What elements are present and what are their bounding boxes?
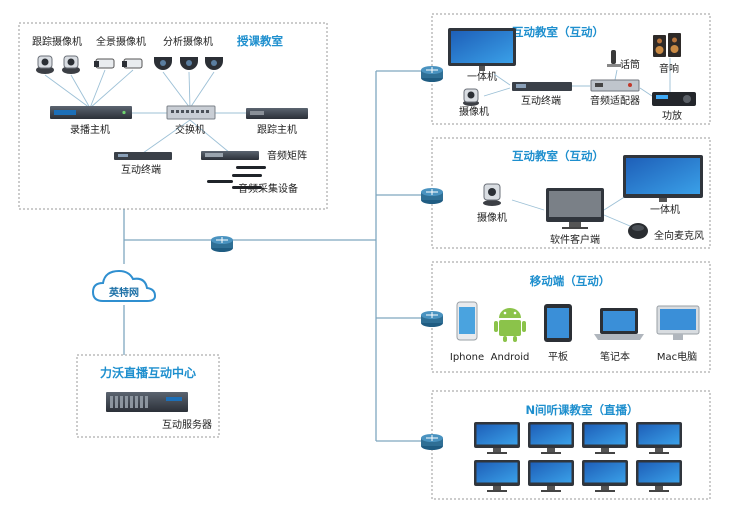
track-camera-label: 跟踪摄像机 [32, 35, 82, 48]
recorder-host-label: 录播主机 [70, 123, 110, 136]
iphone-icon [456, 301, 478, 341]
audio-matrix-label: 音频矩阵 [267, 149, 307, 162]
router-icon [211, 236, 233, 252]
all-in-one-icon [448, 28, 516, 71]
connection-lines [123, 70, 432, 442]
device-mac-label: Mac电脑 [657, 350, 697, 363]
omni-mic-icon [628, 223, 648, 239]
analysis-camera-label: 分析摄像机 [163, 35, 213, 48]
monitor-icon [582, 460, 628, 492]
teaching-room-panel: 授课教室 跟踪摄像机 全景摄像机 分析摄像机 [18, 22, 328, 210]
room-a-title: 互动教室（互动） [512, 25, 604, 39]
mac-computer-icon [656, 305, 700, 340]
room-b-aio-label: 一体机 [650, 203, 680, 216]
monitor-icon [474, 460, 520, 492]
monitor-icon [474, 422, 520, 454]
interactive-room-a-panel: 互动教室（互动） 一体机 摄像机 互动终端 话筒 [431, 13, 711, 125]
track-camera-icon [36, 55, 80, 74]
internet-cloud-icon [91, 269, 157, 302]
room-a-adapter-label: 音频适配器 [590, 94, 640, 107]
monitor-icon [528, 460, 574, 492]
monitor-grid [474, 422, 682, 492]
speaker-icon [653, 33, 681, 57]
device-tablet-label: 平板 [548, 350, 568, 363]
room-b-client-label: 软件客户端 [550, 233, 600, 246]
room-b-aio-icon [623, 155, 703, 202]
live-center-panel: 力沃直播互动中心 互动服务器 [76, 354, 220, 438]
room-a-mic-label: 话筒 [620, 58, 640, 71]
router-icon [421, 188, 443, 204]
device-android-label: Android [491, 352, 530, 363]
panorama-camera-icon [94, 58, 143, 69]
room-a-aio-label: 一体机 [467, 70, 497, 83]
amplifier-icon [652, 92, 696, 106]
room-a-speaker-label: 音响 [659, 62, 679, 75]
router-icon [421, 434, 443, 450]
microphone-icon [207, 166, 266, 189]
teaching-room-title: 授课教室 [237, 34, 283, 48]
monitor-icon [636, 460, 682, 492]
room-a-terminal-label: 互动终端 [521, 94, 561, 107]
router-icon [421, 311, 443, 327]
tablet-icon [544, 304, 572, 342]
tracking-host-label: 跟踪主机 [257, 123, 297, 136]
recorder-host-icon [50, 106, 132, 119]
handheld-mic-icon [607, 50, 621, 67]
server-icon [106, 392, 188, 412]
device-laptop-label: 笔记本 [600, 350, 630, 363]
room-b-camera-label: 摄像机 [477, 211, 507, 224]
monitor-icon [636, 422, 682, 454]
room-a-amp-label: 功放 [662, 109, 682, 122]
laptop-icon [594, 308, 644, 340]
room-b-camera-icon [483, 183, 501, 206]
room-a-terminal-icon [512, 82, 572, 91]
panorama-camera-label: 全景摄像机 [96, 35, 146, 48]
room-a-camera-icon [463, 88, 479, 106]
tracking-host-icon [246, 108, 308, 119]
audio-adapter-icon [590, 79, 640, 92]
monitor-icon [528, 422, 574, 454]
audio-matrix-icon [201, 151, 259, 160]
mobile-panel: 移动端（互动） Iphone Android 平板 笔记本 [431, 261, 711, 373]
interactive-room-b-panel: 互动教室（互动） 摄像机 软件客户端 一体机 全向麦克风 [431, 137, 711, 249]
client-monitor-icon [546, 188, 604, 229]
interactive-terminal-icon [114, 152, 172, 160]
live-center-title: 力沃直播互动中心 [100, 365, 196, 380]
audio-capture-label: 音频采集设备 [238, 182, 298, 195]
listening-rooms-title: N间听课教室（直播） [525, 403, 638, 417]
listening-rooms-panel: N间听课教室（直播） [431, 390, 711, 500]
interactive-terminal-label: 互动终端 [121, 163, 161, 176]
room-a-camera-label: 摄像机 [459, 105, 489, 118]
device-iphone-label: Iphone [450, 352, 484, 363]
switch-icon [166, 105, 216, 120]
analysis-camera-icon [154, 57, 223, 70]
room-b-mic-label: 全向麦克风 [654, 229, 704, 242]
internet-label: 英特网 [108, 286, 139, 299]
router-icon [421, 66, 443, 82]
switch-label: 交换机 [175, 123, 205, 136]
server-label: 互动服务器 [162, 418, 212, 431]
mobile-title: 移动端（互动） [530, 274, 611, 288]
room-b-title: 互动教室（互动） [512, 149, 604, 163]
android-icon [494, 308, 526, 342]
monitor-icon [582, 422, 628, 454]
